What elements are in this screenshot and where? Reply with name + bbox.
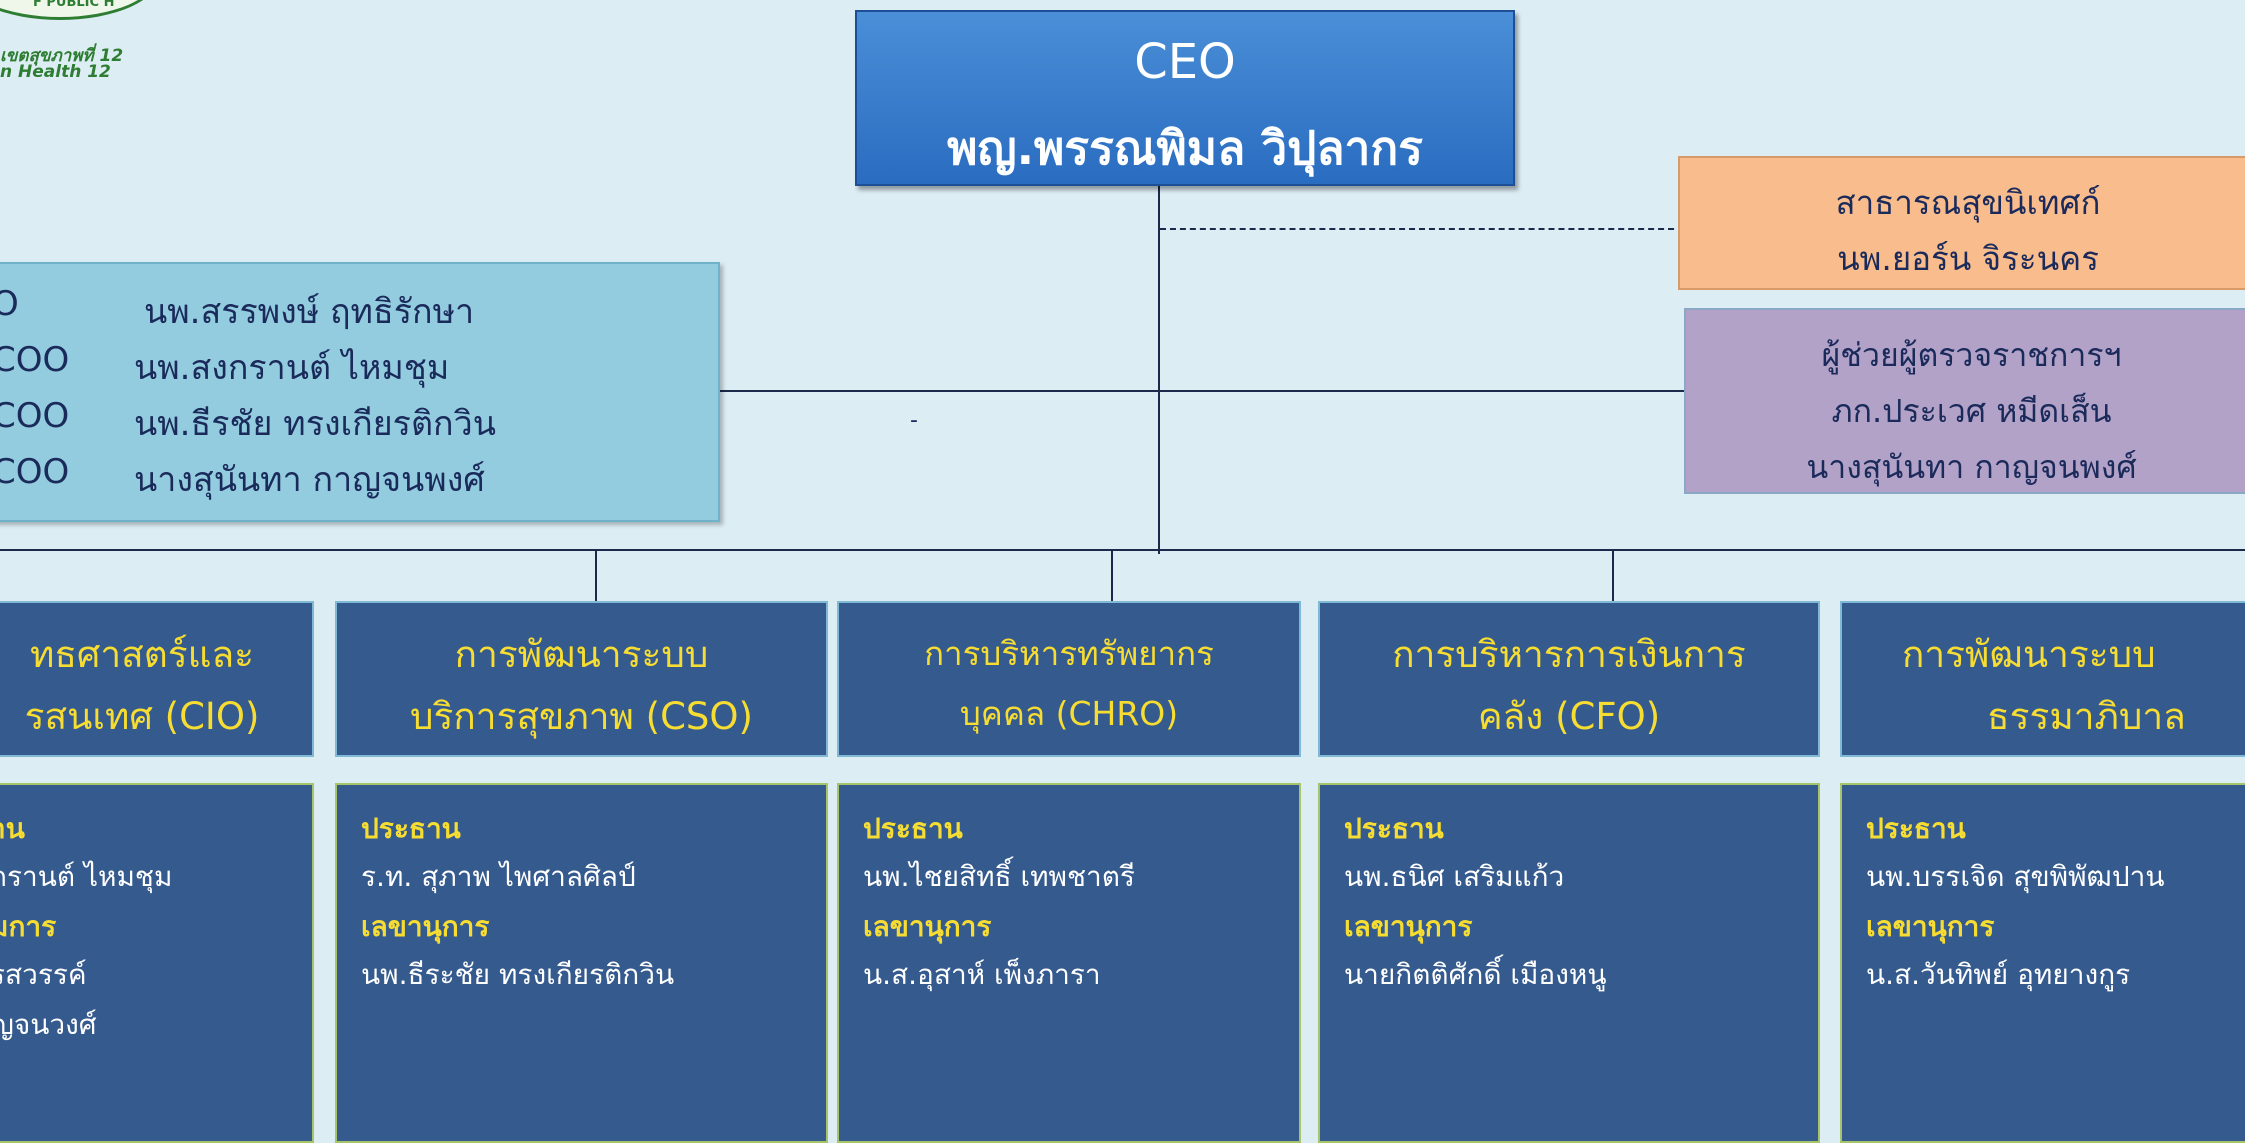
function-title: การบริหารการเงินการ xyxy=(1392,633,1746,676)
committee-chair-label: ประธาน xyxy=(1866,812,1966,845)
coo-box: O นพ.สรรพงษ์ ฤทธิรักษา COO นพ.สงกรานต์ ไ… xyxy=(0,262,720,522)
committee-secretary-label: เลขานุการ xyxy=(1344,910,1473,943)
function-subtitle: คลัง (CFO) xyxy=(1477,695,1661,738)
function-subtitle: บุคคล (CHRO) xyxy=(959,694,1179,733)
coo-role: COO xyxy=(0,340,70,380)
logo-seal-text: F PUBLIC H xyxy=(33,0,115,10)
assistant-name-2: นางสุนันทา กาญจนพงศ์ xyxy=(1806,448,2137,486)
organization-logo-seal: F PUBLIC H xyxy=(0,0,160,20)
committee-secretary-name: นายกิตติศักดิ์ เมืองหนู xyxy=(1344,958,1607,991)
committee-box-cfo: ประธาน นพ.ธนิศ เสริมแก้ว เลขานุการ นายกิ… xyxy=(1318,783,1820,1143)
ceo-trunk-line xyxy=(1158,186,1160,554)
committee-box-cso: ประธาน ร.ท. สุภาพ ไพศาลศิลป์ เลขานุการ น… xyxy=(335,783,828,1143)
committee-chair-label: ประธาน xyxy=(361,812,461,845)
assistant-inspector-box: ผู้ช่วยผู้ตรวจราชการฯ ภก.ประเวศ หมีดเส็น… xyxy=(1684,308,2245,494)
coo-name: นพ.สรรพงษ์ ฤทธิรักษา xyxy=(144,292,475,332)
ceo-title: CEO xyxy=(1134,34,1236,90)
coo-name: นพ.สงกรานต์ ไหมชุม xyxy=(134,348,450,388)
function-subtitle: รสนเทศ (CIO) xyxy=(24,695,260,738)
committee-chair-label: าน xyxy=(0,812,25,845)
coo-name: นพ.ธีรชัย ทรงเกียรติกวิน xyxy=(134,404,496,444)
function-box-cso: การพัฒนาระบบ บริการสุขภาพ (CSO) xyxy=(335,601,828,757)
inspector-name: นพ.ยอร์น จิระนคร xyxy=(1837,239,2099,278)
drop-line-cfo xyxy=(1612,551,1614,601)
committee-chair-name: ร.ท. สุภาพ ไพศาลศิลป์ xyxy=(361,860,636,893)
function-title: การพัฒนาระบบ xyxy=(454,633,709,676)
stray-mark: - xyxy=(910,408,918,433)
function-box-governance: การพัฒนาระบบ ธรรมาภิบาล xyxy=(1840,601,2245,757)
committee-box-governance: ประธาน นพ.บรรเจิด สุขพิพัฒปาน เลขานุการ … xyxy=(1840,783,2245,1143)
committee-chair-name: นพ.ธนิศ เสริมแก้ว xyxy=(1344,860,1565,893)
committee-secretary-name: นพ.ธีระชัย ทรงเกียรติกวิน xyxy=(361,958,675,991)
committee-secretary-label: เลขานุการ xyxy=(863,910,992,943)
function-title: การบริหารทรัพยากร xyxy=(924,634,1214,673)
coo-role: COO xyxy=(0,396,70,436)
function-box-cfo: การบริหารการเงินการ คลัง (CFO) xyxy=(1318,601,1820,757)
logo-caption-english: n Health 12 xyxy=(0,62,111,82)
function-subtitle: ธรรมาภิบาล xyxy=(1987,695,2186,738)
committee-secretary-label: เลขานุการ xyxy=(361,910,490,943)
logo-caption-thai: เขตสุขภาพที่ 12 xyxy=(0,46,124,66)
assistant-name-1: ภก.ประเวศ หมีดเส็น xyxy=(1831,392,2112,430)
inspector-box: สาธารณสุขนิเทศก์ นพ.ยอร์น จิระนคร xyxy=(1678,156,2245,290)
committee-secretary-name: น.ส.อุสาห์ เพ็งภารา xyxy=(863,958,1101,991)
committee-chair-label: ประธาน xyxy=(1344,812,1444,845)
drop-line-cso xyxy=(595,551,597,601)
ceo-name: พญ.พรรณพิมล วิปุลากร xyxy=(947,121,1423,175)
coo-to-assistant-line xyxy=(718,390,1684,392)
drop-line-chro xyxy=(1111,551,1113,601)
coo-role: O xyxy=(0,284,19,324)
ceo-box: CEO พญ.พรรณพิมล วิปุลากร xyxy=(855,10,1515,186)
committee-member-name: ญจนวงศ์ xyxy=(0,1008,97,1041)
ceo-to-inspector-dashed-line xyxy=(1160,228,1684,230)
committee-chair-name: กรานต์ ไหมชุม xyxy=(0,860,173,893)
function-title: การพัฒนาระบบ xyxy=(1902,633,2156,676)
committee-secretary-label: เลขานุการ xyxy=(1866,910,1995,943)
function-subtitle: บริการสุขภาพ (CSO) xyxy=(410,695,753,738)
committee-chair-label: ประธาน xyxy=(863,812,963,845)
assistant-title: ผู้ช่วยผู้ตรวจราชการฯ xyxy=(1821,336,2122,374)
committee-chair-name: นพ.บรรเจิด สุขพิพัฒปาน xyxy=(1866,860,2165,893)
function-box-chro: การบริหารทรัพยากร บุคคล (CHRO) xyxy=(837,601,1301,757)
committee-box-chro: ประธาน นพ.ไชยสิทธิ์ เทพชาตรี เลขานุการ น… xyxy=(837,783,1301,1143)
function-title: ทธศาสตร์และ xyxy=(29,633,255,676)
coo-name: นางสุนันทา กาญจนพงศ์ xyxy=(134,460,485,500)
committee-secretary-name: น.ส.วันทิพย์ อุทยางกูร xyxy=(1866,958,2131,991)
function-box-cio: ทธศาสตร์และ รสนเทศ (CIO) xyxy=(0,601,314,757)
inspector-title: สาธารณสุขนิเทศก์ xyxy=(1835,183,2101,222)
coo-role: COO xyxy=(0,452,70,492)
function-bus-line xyxy=(0,549,2245,551)
committee-chair-name: นพ.ไชยสิทธิ์ เทพชาตรี xyxy=(863,860,1135,893)
